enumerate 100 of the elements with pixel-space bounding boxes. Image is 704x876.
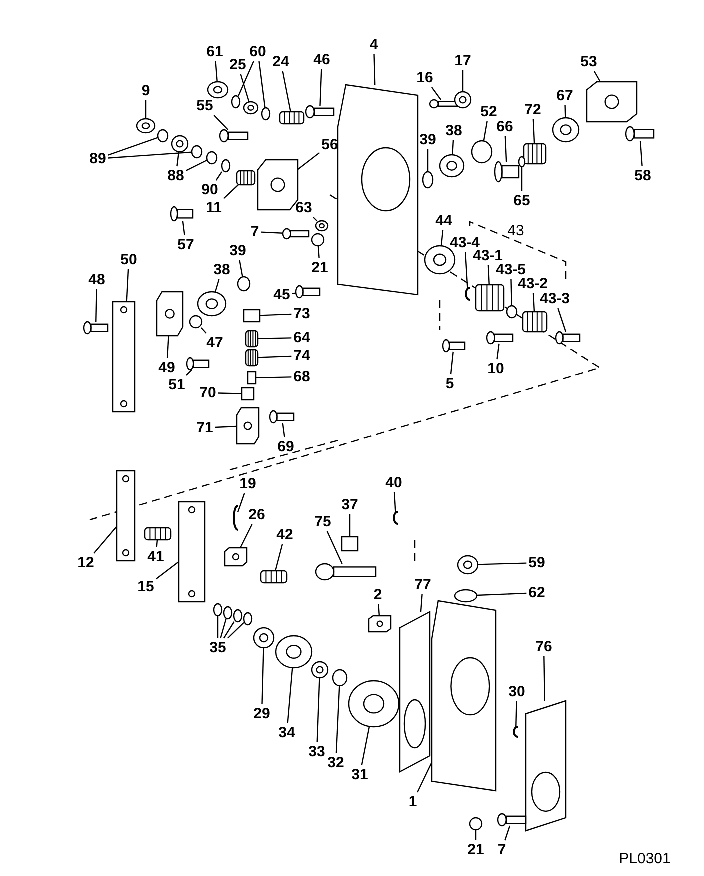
leader-line [640,140,643,167]
callout-number: 73 [292,306,312,322]
leader-line [318,246,320,259]
box-shape [341,536,359,552]
leader-line [320,69,322,106]
leader-line [374,54,376,86]
leader-line [214,115,229,130]
callout-number: 33 [308,744,326,760]
leader-line [200,328,207,334]
callout-number: 15 [136,578,156,596]
gasket-drawing [525,700,567,832]
leader-line [258,338,292,340]
leader-line [478,562,527,566]
leader-line [504,826,511,841]
lever-drawing [178,501,206,603]
leader-line [516,701,518,728]
bolt-drawing [83,321,109,335]
callout-number: 77 [414,576,432,594]
leader-line [282,422,286,438]
leader-line [475,830,477,840]
gasket-drawing [399,611,431,773]
housing-drawing [337,84,419,296]
callout-number: 71 [196,420,214,436]
callout-number: 43-3 [538,290,572,308]
callout-number: 39 [418,132,438,148]
spring-drawing [260,570,288,584]
clip-drawing [513,726,518,738]
bolt-drawing [219,129,249,143]
leader-line [258,356,292,358]
leader-line [558,308,567,332]
leader-line [240,74,250,102]
bushing-drawing [311,661,329,679]
callout-number: 35 [208,640,228,656]
callout-number: 52 [480,104,498,120]
clip-drawing [233,505,238,531]
callout-number: 57 [176,236,196,254]
callout-number: 38 [444,122,464,140]
bolt-drawing [186,357,210,371]
leader-line [126,269,130,302]
circle-shape [311,233,325,247]
leader-line [287,668,294,724]
bolt-drawing [486,331,514,345]
spring-drawing [279,111,305,125]
callout-number: 62 [528,584,546,602]
leader-line [532,119,536,144]
circle-shape [332,669,348,687]
leader-line [260,314,292,316]
bushing-drawing [348,680,400,728]
circle-shape [237,276,251,292]
callout-number: 10 [486,360,506,378]
bolt-drawing [295,285,321,299]
bushing-drawing [439,154,465,178]
leader-line [564,105,566,118]
callout-number: 1 [408,794,418,810]
callout-number: 16 [416,70,434,86]
spring-drawing [144,527,172,541]
spring-drawing [523,143,547,165]
leader-line [282,71,292,112]
leader-line [108,152,192,159]
plate-drawing [586,81,638,123]
callout-number: 90 [200,182,220,198]
callout-number: 63 [294,200,314,216]
leader-line [476,592,527,596]
callout-number: 48 [88,272,106,288]
callout-number: 46 [312,52,332,68]
callout-number: 70 [198,384,218,402]
callout-number: 2 [372,586,384,604]
callout-number: 21 [466,842,486,858]
circle-shape [213,603,223,617]
leader-line [488,265,490,286]
callout-number: 43-5 [494,262,528,278]
leader-line [496,344,500,360]
callout-number: 38 [212,262,232,278]
bolt-drawing [282,228,310,240]
leader-line [220,618,227,639]
callout-number: 60 [248,44,268,60]
spring-drawing [245,349,259,367]
leader-line [256,376,292,379]
callout-number: 45 [272,286,292,304]
callout-number: 24 [272,54,290,70]
callout-number: 88 [166,168,186,184]
leader-line [145,100,147,119]
callout-number: 25 [228,56,248,74]
callout-number: 42 [276,526,294,544]
callout-number: 26 [248,506,266,524]
bushing-drawing [243,101,259,115]
bushing-drawing [253,627,275,649]
callout-number: 41 [146,548,166,566]
callout-number: 76 [534,638,554,656]
callout-number: 5 [444,376,456,392]
circle-shape [233,609,243,623]
callout-number: 58 [634,168,652,184]
leader-line [464,252,468,288]
callout-number: 69 [276,438,296,456]
callout-number: 7 [250,224,260,240]
box-shape [243,309,261,323]
bolt-drawing [305,105,335,119]
leader-line [378,604,380,616]
callout-number: 89 [88,150,108,168]
circle-shape [261,107,271,121]
